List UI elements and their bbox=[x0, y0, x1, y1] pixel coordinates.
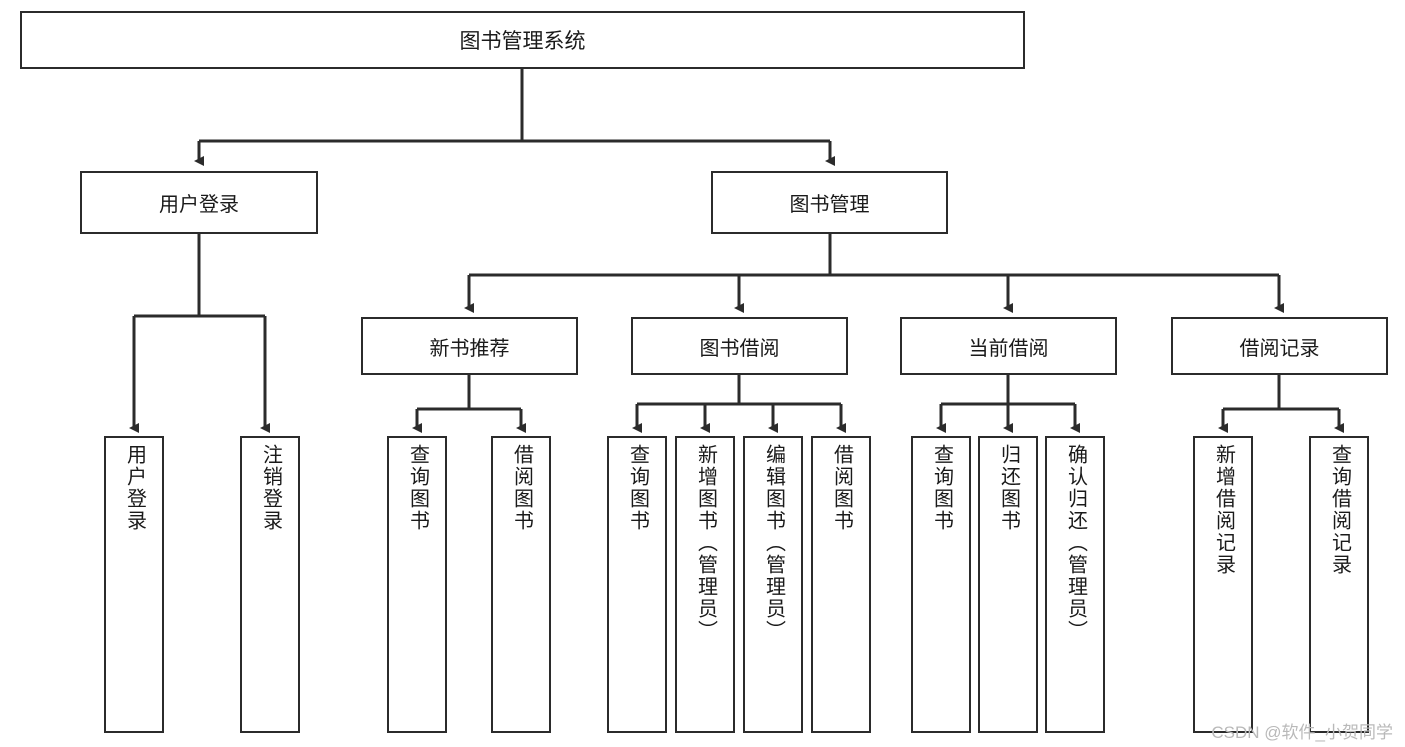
leaf-add-record-label: 新增借阅记录 bbox=[1212, 444, 1235, 576]
node-book-management-label: 图书管理 bbox=[789, 194, 870, 216]
leaf-query-book-1[interactable]: 查询图书 bbox=[387, 436, 447, 733]
leaf-query-record-label: 查询借阅记录 bbox=[1328, 444, 1351, 576]
node-current-borrow[interactable]: 当前借阅 bbox=[900, 317, 1117, 375]
leaf-logout-login-label: 注销登录 bbox=[259, 444, 282, 532]
leaf-borrow-book-2[interactable]: 借阅图书 bbox=[811, 436, 871, 733]
leaf-user-login[interactable]: 用户登录 bbox=[104, 436, 164, 733]
leaf-edit-book-label: 编辑图书（管理员） bbox=[762, 444, 785, 642]
node-root-label: 图书管理系统 bbox=[459, 30, 586, 53]
leaf-add-book[interactable]: 新增图书（管理员） bbox=[675, 436, 735, 733]
leaf-query-record[interactable]: 查询借阅记录 bbox=[1309, 436, 1369, 733]
leaf-query-book-2-label: 查询图书 bbox=[626, 444, 649, 532]
node-user-login-label: 用户登录 bbox=[159, 194, 239, 216]
leaf-borrow-book-2-label: 借阅图书 bbox=[830, 444, 853, 532]
node-current-borrow-label: 当前借阅 bbox=[968, 337, 1049, 360]
leaf-return-book[interactable]: 归还图书 bbox=[978, 436, 1038, 733]
node-new-book-recommend-label: 新书推荐 bbox=[429, 337, 510, 360]
node-root-system[interactable]: 图书管理系统 bbox=[20, 11, 1025, 69]
leaf-query-book-2[interactable]: 查询图书 bbox=[607, 436, 667, 733]
node-book-management[interactable]: 图书管理 bbox=[711, 171, 948, 234]
leaf-query-book-3[interactable]: 查询图书 bbox=[911, 436, 971, 733]
leaf-borrow-book-1[interactable]: 借阅图书 bbox=[491, 436, 551, 733]
leaf-query-book-1-label: 查询图书 bbox=[406, 444, 429, 532]
node-user-login[interactable]: 用户登录 bbox=[80, 171, 318, 234]
leaf-add-book-label: 新增图书（管理员） bbox=[694, 444, 717, 642]
node-borrow-record-label: 借阅记录 bbox=[1239, 337, 1320, 360]
node-book-borrow-label: 图书借阅 bbox=[699, 337, 780, 360]
leaf-edit-book[interactable]: 编辑图书（管理员） bbox=[743, 436, 803, 733]
leaf-query-book-3-label: 查询图书 bbox=[930, 444, 953, 532]
node-new-book-recommend[interactable]: 新书推荐 bbox=[361, 317, 578, 375]
leaf-confirm-return[interactable]: 确认归还（管理员） bbox=[1045, 436, 1105, 733]
watermark: CSDN @软件_小贺同学 bbox=[1211, 723, 1393, 742]
node-book-borrow[interactable]: 图书借阅 bbox=[631, 317, 848, 375]
leaf-return-book-label: 归还图书 bbox=[997, 444, 1020, 532]
leaf-confirm-return-label: 确认归还（管理员） bbox=[1064, 444, 1087, 642]
leaf-borrow-book-1-label: 借阅图书 bbox=[510, 444, 533, 532]
leaf-user-login-label: 用户登录 bbox=[123, 444, 146, 532]
leaf-logout-login[interactable]: 注销登录 bbox=[240, 436, 300, 733]
leaf-add-record[interactable]: 新增借阅记录 bbox=[1193, 436, 1253, 733]
node-borrow-record[interactable]: 借阅记录 bbox=[1171, 317, 1388, 375]
